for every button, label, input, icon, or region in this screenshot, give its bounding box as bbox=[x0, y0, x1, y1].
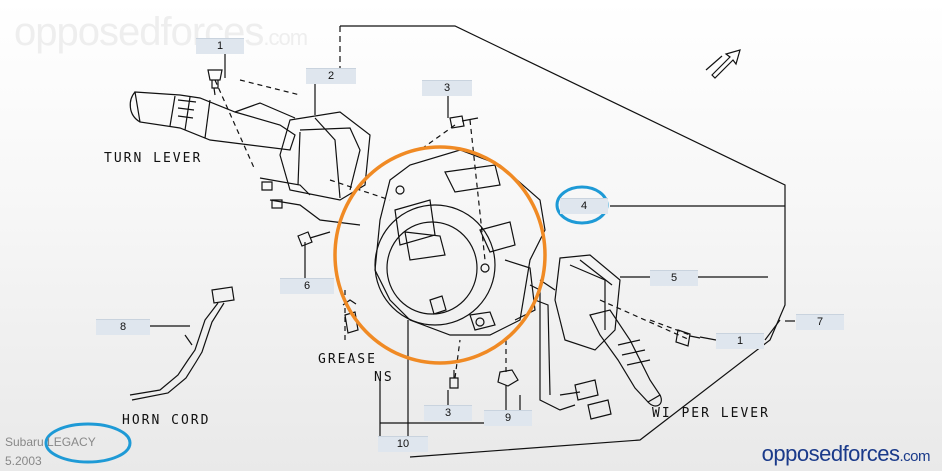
screw-top bbox=[207, 69, 223, 96]
watermark-top: opposedforces.com bbox=[14, 10, 308, 54]
callout-10[interactable]: 10 bbox=[378, 436, 428, 452]
horn-cord bbox=[129, 286, 235, 401]
clip-part bbox=[497, 369, 519, 387]
label-horn-cord: HORN CORD bbox=[122, 413, 211, 428]
watermark-bottom[interactable]: opposedforces.com bbox=[761, 441, 931, 466]
callout-6[interactable]: 6 bbox=[280, 278, 334, 294]
turn-switch-housing bbox=[259, 111, 371, 226]
highlight-switch-circle bbox=[333, 145, 547, 365]
label-turn-lever: TURN LEVER bbox=[104, 151, 203, 166]
callout-3-bottom[interactable]: 3 bbox=[424, 405, 472, 421]
combination-switch bbox=[374, 149, 546, 336]
model-name: Subaru LEGACY bbox=[5, 435, 96, 449]
callout-5[interactable]: 5 bbox=[650, 270, 698, 286]
wiper-lever bbox=[589, 309, 662, 407]
callout-1-top[interactable]: 1 bbox=[196, 38, 244, 54]
label-grease: GREASE bbox=[318, 352, 377, 367]
model-date: 5.2003 bbox=[5, 454, 42, 468]
model-info: Subaru LEGACY 5.2003 bbox=[5, 433, 96, 471]
label-wiper-lever: WI PER LEVER bbox=[652, 406, 770, 421]
callout-3-top[interactable]: 3 bbox=[422, 80, 472, 96]
turn-lever bbox=[129, 91, 296, 151]
callout-2[interactable]: 2 bbox=[306, 68, 356, 84]
assembly-outline bbox=[340, 25, 786, 458]
callout-9[interactable]: 9 bbox=[484, 410, 532, 426]
callout-1-right[interactable]: 1 bbox=[716, 333, 764, 349]
screw-left bbox=[297, 231, 331, 247]
label-ns: NS bbox=[374, 370, 394, 385]
wiper-switch-housing bbox=[539, 254, 621, 351]
callout-4[interactable]: 4 bbox=[560, 198, 608, 214]
direction-arrow bbox=[711, 49, 741, 79]
screw-bottom bbox=[449, 370, 459, 389]
highlight-model bbox=[44, 422, 132, 464]
callout-8[interactable]: 8 bbox=[96, 319, 150, 335]
screw-mid bbox=[449, 115, 479, 129]
screw-right bbox=[675, 329, 701, 347]
wiper-connectors bbox=[529, 284, 612, 420]
callout-7[interactable]: 7 bbox=[796, 314, 844, 330]
